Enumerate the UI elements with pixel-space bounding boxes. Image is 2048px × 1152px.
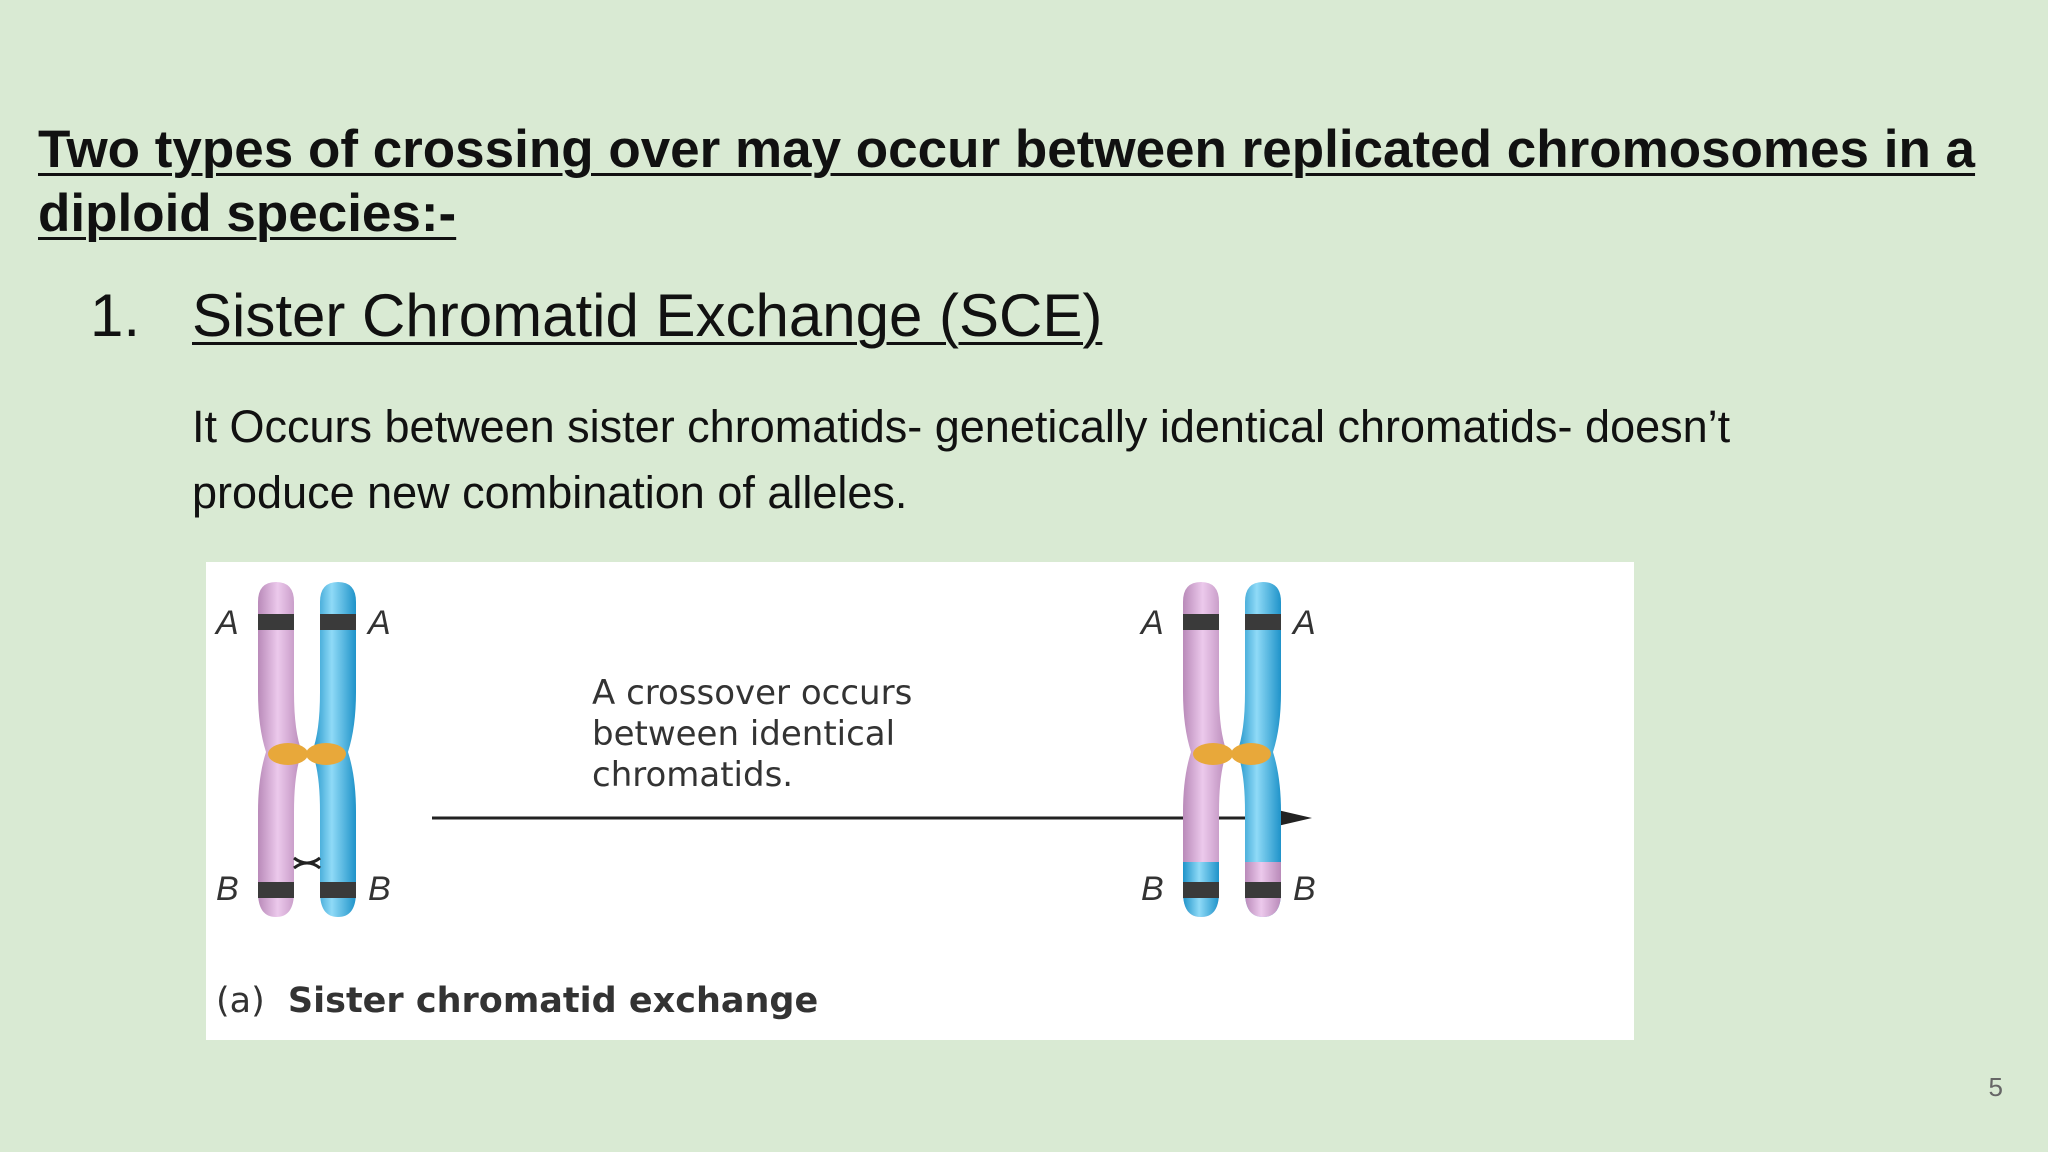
label-b-right-2: B bbox=[1293, 870, 1316, 908]
band-b-blue-after bbox=[1245, 882, 1281, 898]
centromere-after-left bbox=[1193, 743, 1233, 765]
annotation-line-3: chromatids. bbox=[592, 755, 793, 795]
sce-diagram-svg: A A B B A crossover occurs between ident… bbox=[214, 582, 1316, 1021]
band-a-blue-after bbox=[1245, 614, 1281, 630]
sce-diagram: A A B B A crossover occurs between ident… bbox=[206, 562, 1634, 1040]
centromere-before-right bbox=[306, 743, 346, 765]
annotation-line-1: A crossover occurs bbox=[592, 673, 912, 713]
band-a-blue-before bbox=[320, 614, 356, 630]
figure-caption: (a) Sister chromatid exchange bbox=[216, 981, 818, 1021]
figure-caption-text: Sister chromatid exchange bbox=[288, 981, 818, 1021]
centromere-after-right bbox=[1231, 743, 1271, 765]
centromere-before-left bbox=[268, 743, 308, 765]
band-a-pink-after bbox=[1183, 614, 1219, 630]
crossover-mark bbox=[293, 856, 321, 870]
annotation-line-2: between identical bbox=[592, 714, 895, 754]
chromosome-before bbox=[258, 582, 356, 917]
list-item-title: Sister Chromatid Exchange (SCE) bbox=[192, 282, 1103, 349]
slide-heading: Two types of crossing over may occur bet… bbox=[38, 120, 1976, 243]
chromosome-after bbox=[1183, 582, 1281, 917]
band-a-pink-before bbox=[258, 614, 294, 630]
band-b-blue-before bbox=[320, 882, 356, 898]
figure-caption-prefix: (a) bbox=[216, 981, 265, 1021]
band-b-pink-before bbox=[258, 882, 294, 898]
band-b-pink-after bbox=[1183, 882, 1219, 898]
label-a-right-2: A bbox=[1291, 604, 1316, 642]
body-paragraph: It Occurs between sister chromatids- gen… bbox=[192, 401, 1731, 518]
page-number: 5 bbox=[1988, 1072, 2003, 1102]
label-a-left-1: A bbox=[214, 604, 239, 642]
label-a-right-1: A bbox=[1139, 604, 1164, 642]
arrow-icon bbox=[432, 806, 1312, 830]
label-b-left-1: B bbox=[216, 870, 239, 908]
label-a-left-2: A bbox=[366, 604, 391, 642]
list-item-number: 1. bbox=[90, 282, 141, 349]
label-b-right-1: B bbox=[1141, 870, 1164, 908]
label-b-left-2: B bbox=[368, 870, 391, 908]
